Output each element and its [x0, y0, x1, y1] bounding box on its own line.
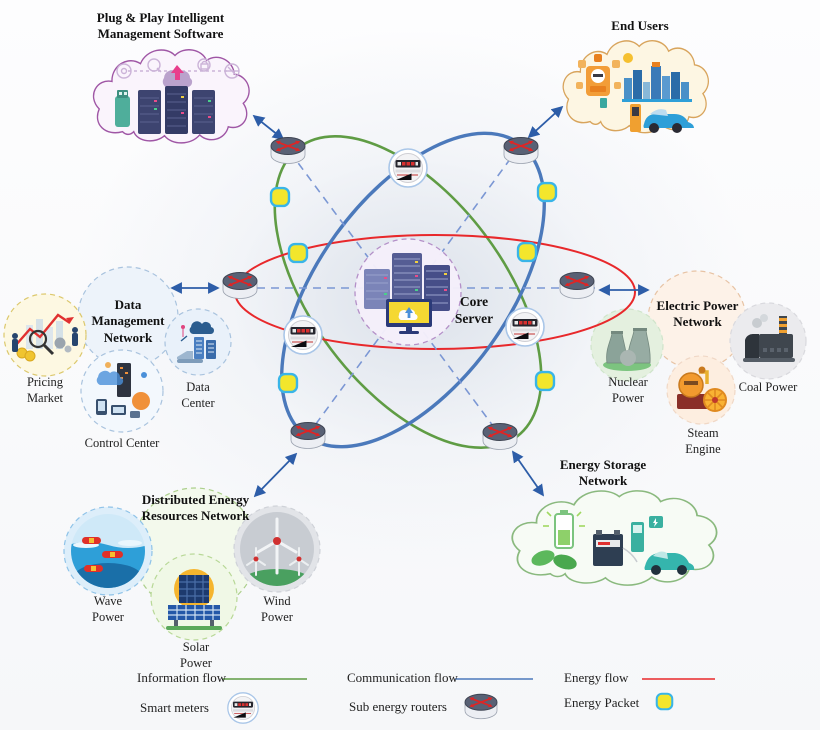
solar-power-illustration: [156, 559, 232, 635]
nuclear-power-label: Nuclear Power: [608, 375, 648, 405]
end-users-illustration: [570, 46, 702, 138]
energy-packet: [287, 242, 309, 264]
arrow-plugplay-router: [252, 114, 285, 141]
energy-storage-title: Energy Storage Network: [559, 457, 647, 489]
wind-power-label: Wind Power: [261, 594, 293, 624]
nuclear-power-illustration: [595, 313, 659, 377]
monitor-cloud-upload-icon: [386, 299, 432, 334]
core-server-illustration: [361, 245, 457, 335]
legend-information-flow: Information flow: [137, 670, 227, 685]
pricing-market-label: Pricing Market: [26, 375, 64, 405]
sub-energy-router-left: [220, 268, 260, 302]
sub-energy-router-bottom-right: [480, 419, 520, 453]
core-server-title: Core Server: [454, 294, 494, 326]
pricing-market-illustration: [8, 299, 82, 373]
sub-energy-router-top-right: [501, 133, 541, 167]
arrow-endusers-router: [527, 105, 564, 139]
legend-sub-energy-routers: Sub energy routers: [349, 699, 447, 714]
steam-engine-illustration: [671, 360, 731, 420]
control-center-illustration: [86, 355, 158, 427]
sub-energy-router-right: [557, 268, 597, 302]
sub-energy-router-legend-icon: [462, 690, 500, 722]
control-center-label: Control Center: [84, 436, 160, 450]
steam-engine-label: Steam Engine: [685, 426, 721, 456]
legend-energy-packet: Energy Packet: [564, 695, 640, 710]
energy-packet: [536, 181, 558, 203]
energy-packet: [269, 186, 291, 208]
usb-stick-icon: [115, 90, 130, 127]
end-users-title: End Users: [611, 18, 669, 33]
data-management-title: Data Management Network: [91, 297, 165, 345]
energy-storage-illustration: [527, 504, 699, 584]
battery-box-icon: [593, 530, 638, 566]
energy-packet: [516, 241, 538, 263]
plug-play-illustration: [104, 56, 254, 140]
ev-car-charging-icon: [631, 516, 695, 575]
wave-power-illustration: [68, 511, 148, 591]
smart-meter-top: [388, 148, 428, 188]
coal-power-label: Coal Power: [738, 380, 798, 394]
plug-play-title: Plug & Play Intelligent Management Softw…: [96, 10, 225, 42]
eco-battery-icon: [531, 510, 585, 570]
smart-meter-legend-icon: [227, 692, 259, 724]
arrow-der-router: [253, 452, 298, 498]
sub-energy-router-top-left: [268, 133, 308, 167]
energy-packet: [277, 372, 299, 394]
link-arrows: [170, 105, 650, 498]
data-center-illustration: [169, 313, 227, 371]
wind-power-illustration: [239, 511, 315, 587]
solar-power-label: Solar Power: [180, 640, 212, 670]
data-center-label: Data Center: [181, 380, 215, 410]
legend-communication-flow: Communication flow: [347, 670, 458, 685]
city-skyline-icon: [622, 53, 692, 102]
ev-charging-icon: [630, 104, 694, 133]
energy-packet: [534, 370, 556, 392]
electric-power-title: Electric Power Network: [656, 298, 739, 330]
dashed-link-diagonal-2: [309, 146, 520, 433]
smart-meter-right: [505, 307, 545, 347]
smart-home-cluster-icon: [576, 54, 621, 108]
sub-energy-router-bottom-left: [288, 418, 328, 452]
legend-energy-flow: Energy flow: [564, 670, 629, 685]
energy-packet-legend-icon: [655, 692, 674, 711]
wave-power-label: Wave Power: [92, 594, 124, 624]
legend-smart-meters: Smart meters: [140, 700, 209, 715]
arrow-storage-router: [511, 450, 545, 497]
server-racks-icon: [138, 86, 215, 134]
distributed-energy-title: Distributed Energy Resources Network: [141, 492, 250, 524]
coal-power-illustration: [735, 308, 801, 374]
smart-meter-left: [283, 315, 323, 355]
